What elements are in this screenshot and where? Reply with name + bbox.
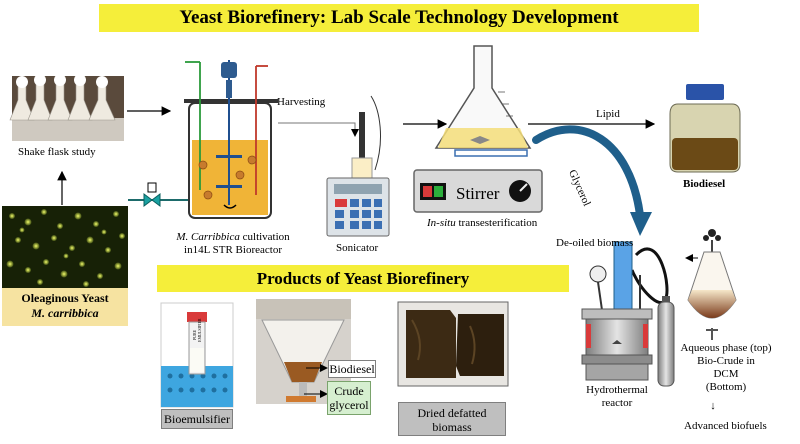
- shake-flask-label: Shake flask study: [18, 146, 96, 158]
- cultivation-line2: in14L STR Bioreactor: [184, 244, 282, 256]
- insitu-italic: In-situ: [427, 217, 456, 229]
- harvesting-label: Harvesting: [277, 96, 326, 108]
- aqueous-line3: DCM: [713, 368, 739, 380]
- biodiesel-label: Biodiesel: [683, 178, 726, 190]
- bioemulsifier-photo: [160, 302, 234, 408]
- bioemulsifier-tag: Bioemulsifier: [161, 409, 233, 429]
- aqueous-line2: Bio-Crude in: [697, 355, 755, 367]
- erlenmeyer-flask: [434, 45, 532, 157]
- hydrothermal-reactor: [581, 241, 669, 381]
- bioreactor: [184, 60, 278, 219]
- sonicator-label: Sonicator: [336, 242, 379, 254]
- cultivation-species: M. Carribbica: [176, 231, 240, 243]
- products-title: Products of Yeast Biorefinery: [157, 265, 569, 292]
- arrow-harvesting: [278, 122, 359, 137]
- insitu-rest: transesterification: [455, 217, 538, 229]
- dried-line1: Dried defatted: [417, 406, 487, 420]
- yeast-label-line1: Oleaginous Yeast: [21, 291, 109, 305]
- aqueous-line1: Aqueous phase (top): [680, 342, 772, 354]
- dried-line2: biomass: [432, 420, 472, 434]
- separatory-funnel: [687, 229, 737, 340]
- arrow-to-advanced: ↓: [710, 400, 716, 412]
- dried-biomass-photo: [397, 301, 509, 387]
- feed-valve: [128, 182, 190, 207]
- sonicator: [326, 95, 390, 237]
- stirrer-label: Stirrer: [456, 184, 500, 203]
- page-title: Yeast Biorefinery: Lab Scale Technology …: [99, 4, 699, 32]
- hydrothermal-label: Hydrothermal reactor: [575, 384, 659, 410]
- crude-glycerol-tag: Crude glycerol: [327, 381, 371, 415]
- transesterification-label: In-situ transesterification: [427, 217, 537, 230]
- product-biodiesel-tag: Biodiesel: [328, 360, 376, 378]
- hydrothermal-line2: reactor: [601, 397, 633, 409]
- dried-biomass-tag: Dried defatted biomass: [398, 402, 506, 436]
- yeast-label-line2: M. carribbica: [31, 306, 99, 320]
- biodiesel-bottle: [669, 84, 741, 173]
- crude-line2: glycerol: [329, 398, 369, 412]
- aqueous-line4: (Bottom): [705, 381, 747, 393]
- deoiled-biomass-label: De-oiled biomass: [556, 237, 634, 249]
- arrow-glycerol: [532, 125, 644, 219]
- hydrothermal-line1: Hydrothermal: [586, 384, 648, 396]
- product-funnel-photo: [256, 299, 351, 404]
- crude-line1: Crude: [334, 384, 364, 398]
- aqueous-phase-label: Aqueous phase (top) Bio-Crude in DCM (Bo…: [666, 342, 786, 394]
- gas-cylinder: [657, 296, 675, 387]
- lipid-label: Lipid: [596, 108, 620, 120]
- shake-flask-photo: [9, 74, 124, 141]
- stirrer-plate: [413, 169, 543, 213]
- arrow-glycerol-head: [630, 212, 652, 236]
- yeast-label-box: Oleaginous Yeast M. carribbica: [2, 288, 128, 326]
- yeast-microscopy-image: [2, 206, 128, 288]
- cultivation-label: M. Carribbica cultivation in14L STR Bior…: [168, 231, 298, 257]
- cultivation-rest: cultivation: [239, 231, 290, 243]
- emulsifier-tube-label: PURE EMULSIFIER: [192, 318, 202, 342]
- advanced-biofuels-label: Advanced biofuels: [684, 420, 767, 432]
